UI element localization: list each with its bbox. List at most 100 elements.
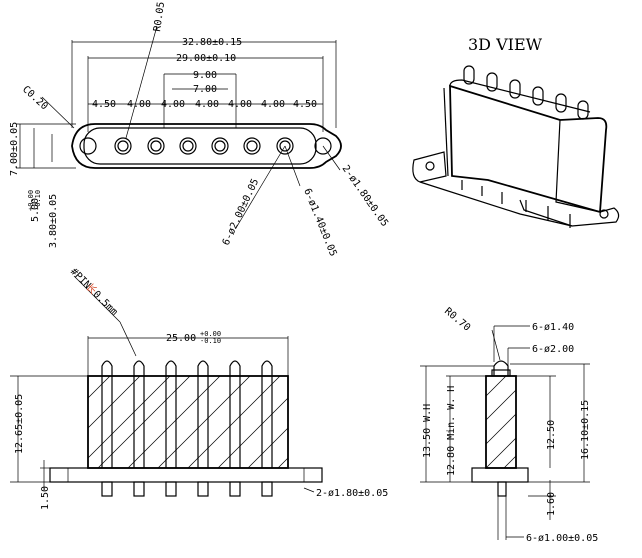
front-bottom-pin <box>197 481 209 497</box>
dim-height-1265: 12.65±0.05 <box>14 394 25 454</box>
iso-pin <box>577 100 589 120</box>
dim-mount-hole-front: 2-ø1.80±0.05 <box>316 488 388 499</box>
pin-outer <box>179 137 197 155</box>
iso-body-top-edge <box>449 79 591 113</box>
side-pin-head <box>493 360 509 376</box>
iso-pin <box>463 65 475 85</box>
front-bottom-pin <box>229 481 241 497</box>
pin-note-suffix: 0.5mm <box>91 289 120 318</box>
dim-pitch-g: 4.50 <box>293 99 317 110</box>
dim-pitch-b: 4.00 <box>127 99 151 110</box>
pin-inner <box>214 140 226 152</box>
front-bottom-pin <box>261 481 273 497</box>
iso-pin <box>555 93 567 113</box>
front-hatch <box>87 375 289 469</box>
top-view-inner-outline <box>83 127 317 165</box>
pin-inner <box>182 140 194 152</box>
dim-pitch-a: 4.50 <box>92 99 116 110</box>
dim-side-height-1350: 13.50 W.H <box>422 404 433 458</box>
iso-body <box>449 84 608 214</box>
dim-hole-span: 29.00±0.10 <box>176 53 236 64</box>
side-pin-collar <box>491 369 511 377</box>
dim-height-7: 7.00±0.05 <box>9 122 20 176</box>
pin-inner <box>246 140 258 152</box>
mount-hole-right <box>314 137 332 155</box>
iso-pin <box>532 86 544 106</box>
pin-inner <box>117 140 129 152</box>
front-bottom-pin <box>165 481 177 497</box>
iso-flange-left <box>412 151 447 183</box>
dim-side-height-1610: 16.10±0.15 <box>580 400 591 460</box>
pin-outer <box>211 137 229 155</box>
dim-pitch-e: 4.00 <box>228 99 252 110</box>
pin-outer <box>147 137 165 155</box>
iso-pin <box>486 72 498 92</box>
iso-body-edge <box>555 119 601 213</box>
dim-radius-top: R0.05 <box>152 1 167 32</box>
dim-side-height-1250: 12.50 <box>546 420 557 450</box>
dim-pitch-c: 4.00 <box>161 99 185 110</box>
side-bottom-pin <box>497 481 507 497</box>
dim-pitch-7: 7.00 <box>193 84 217 95</box>
dim-height-38: 3.80±0.05 <box>48 194 59 248</box>
pin-inner <box>279 140 291 152</box>
pin-outer <box>114 137 132 155</box>
top-view: 32.80±0.15 29.00±0.10 9.00 7.00 4.50 4.0… <box>9 1 390 258</box>
iso-flange-right-hole <box>599 209 609 219</box>
dim-pitch-f: 4.00 <box>261 99 285 110</box>
dim-width-25-tol-lower: -0.10 <box>200 337 221 345</box>
dim-base-150: 1.50 <box>40 486 51 510</box>
mount-hole-left <box>79 137 97 155</box>
front-bottom-pin <box>101 481 113 497</box>
iso-view-title: 3D VIEW <box>468 35 543 54</box>
front-pin <box>133 360 145 468</box>
iso-flange-right <box>519 199 620 227</box>
pin-outer <box>276 137 294 155</box>
iso-flange-left-hole <box>425 161 435 171</box>
dim-side-dia-200: 6-ø2.00 <box>532 344 574 355</box>
front-base <box>49 467 323 483</box>
dim-height-5-tol-upper: +0.00 <box>27 190 35 211</box>
iso-pin <box>509 79 521 99</box>
iso-body-left-edge <box>443 87 449 177</box>
dim-side-radius: R0.70 <box>442 306 472 334</box>
dim-side-height-1280: 12.80 Min. W. H <box>446 386 457 476</box>
front-pin <box>165 360 177 468</box>
iso-base-edge <box>419 181 573 227</box>
dim-side-dia-100: 6-ø1.00±0.05 <box>526 533 598 544</box>
dim-side-dia-140: 6-ø1.40 <box>532 322 574 333</box>
iso-bottom-pins <box>461 180 571 228</box>
dim-pin-dia-140: 6-ø1.40±0.05 <box>301 187 338 258</box>
dim-height-5: 5.00 <box>30 198 41 222</box>
dim-height-5-tol-lower: -0.10 <box>34 190 42 211</box>
iso-view: 3D VIEW <box>412 35 620 228</box>
front-bottom-pins <box>101 481 273 497</box>
side-hatch <box>485 375 517 469</box>
top-view-outline <box>71 123 342 169</box>
front-pin <box>101 360 113 468</box>
pin-inner <box>150 140 162 152</box>
front-pins <box>101 360 273 468</box>
front-pin <box>229 360 241 468</box>
side-base <box>471 467 529 483</box>
side-body <box>485 375 517 469</box>
side-view: R0.70 6-ø1.40 6-ø2.00 13.50 W.H 12.80 Mi… <box>420 306 598 544</box>
top-view-pins <box>114 137 294 155</box>
dim-pin-dia-200: 6-ø2.00±0.05 <box>221 177 262 247</box>
front-pin <box>197 360 209 468</box>
dim-side-base-160: 1.60 <box>546 492 557 516</box>
dim-overall-length: 32.80±0.15 <box>182 37 242 48</box>
dim-chamfer: C0.20 <box>20 84 50 112</box>
dim-mount-hole-top: 2-ø1.80±0.05 <box>340 163 390 228</box>
iso-pins <box>463 65 589 120</box>
dim-pitch-d: 4.00 <box>195 99 219 110</box>
dim-width-25-tol-upper: +0.00 <box>200 330 221 338</box>
dim-pitch-9: 9.00 <box>193 70 217 81</box>
front-bottom-pin <box>133 481 145 497</box>
pin-outer <box>243 137 261 155</box>
dim-width-25: 25.00 <box>166 333 196 344</box>
front-pin <box>261 360 273 468</box>
front-body <box>87 375 289 469</box>
front-view: 25.00 +0.00 -0.10 #PIN 长 0.5mm 12.65±0.0… <box>10 266 388 510</box>
